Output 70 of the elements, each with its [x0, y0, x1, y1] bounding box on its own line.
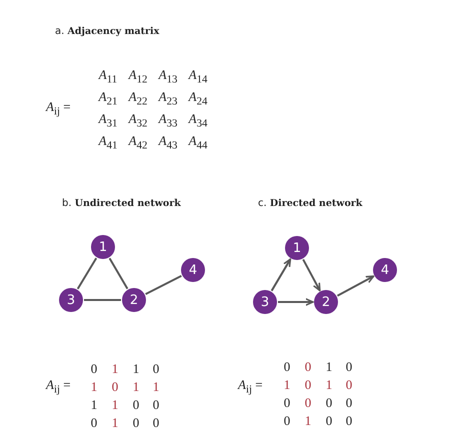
connector-line [84, 299, 121, 301]
matrix-entry: 1 [326, 378, 332, 391]
connector-line [145, 275, 182, 295]
network-node: 4 [373, 258, 397, 282]
network-node: 3 [59, 288, 83, 312]
matrix-entry: 0 [326, 396, 332, 409]
network-node: 1 [91, 235, 115, 259]
matrix-entry: A$_{21}$ [98, 90, 118, 108]
matrix-label: A$_{ij}$ = [46, 100, 71, 118]
matrix-entry: 0 [326, 414, 332, 427]
matrix-entry: 1 [112, 398, 118, 411]
matrix-entry: 0 [346, 396, 352, 409]
matrix-entry: A$_{11}$ [98, 68, 118, 86]
matrix-entry: 0 [152, 416, 160, 429]
matrix-entry: 0 [304, 378, 312, 391]
matrix-entry: 0 [346, 360, 352, 373]
matrix-entry: A$_{12}$ [128, 68, 148, 86]
matrix-entry: 1 [90, 398, 98, 411]
matrix-entry: 0 [304, 360, 312, 373]
matrix-entry: 0 [346, 414, 352, 427]
network-node: 1 [285, 236, 309, 260]
matrix-entry: 0 [90, 362, 98, 375]
matrix-entry: A$_{41}$ [98, 134, 118, 152]
matrix-label: A$_{ij}$ = [46, 378, 71, 396]
matrix-entry: 0 [112, 380, 118, 393]
matrix-entry: 0 [304, 396, 312, 409]
connector-line [76, 258, 98, 290]
matrix-entry: A$_{23}$ [158, 90, 178, 108]
matrix-entry: 1 [132, 362, 140, 375]
matrix-entry: 1 [284, 378, 290, 391]
matrix-entry: 0 [132, 416, 140, 429]
arrow [302, 258, 321, 292]
matrix-entry: A$_{34}$ [188, 112, 208, 130]
matrix-entry: 1 [326, 360, 332, 373]
matrix-entry: 0 [284, 414, 290, 427]
matrix-entry: A$_{33}$ [158, 112, 178, 130]
matrix-entry: A$_{24}$ [188, 90, 208, 108]
matrix-entry: A$_{42}$ [128, 134, 148, 152]
matrix-entry: 0 [152, 398, 160, 411]
matrix-entry: 0 [284, 396, 290, 409]
matrix-entry: A$_{43}$ [158, 134, 178, 152]
matrix-entry: 0 [284, 360, 290, 373]
matrix-entry: 0 [90, 416, 98, 429]
network-node: 3 [253, 290, 277, 314]
network-node: 2 [314, 290, 338, 314]
matrix-entry: 1 [112, 416, 118, 429]
panel-heading: c. Directed network [258, 199, 362, 209]
matrix-entry: 1 [112, 362, 118, 375]
panel-heading: a. Adjacency matrix [55, 27, 160, 37]
matrix-entry: A$_{14}$ [188, 68, 208, 86]
arrow [336, 275, 374, 297]
matrix-entry: A$_{32}$ [128, 112, 148, 130]
matrix-entry: A$_{31}$ [98, 112, 118, 130]
matrix-label: A$_{ij}$ = [238, 378, 263, 396]
arrow [278, 298, 314, 306]
arrow [270, 258, 292, 292]
network-node: 2 [122, 288, 146, 312]
matrix-entry: 1 [90, 380, 98, 393]
matrix-entry: 0 [346, 378, 352, 391]
connector-line [108, 258, 128, 290]
matrix-entry: 1 [152, 380, 160, 393]
matrix-entry: A$_{44}$ [188, 134, 208, 152]
network-node: 4 [181, 258, 205, 282]
matrix-entry: A$_{13}$ [158, 68, 178, 86]
matrix-entry: 1 [132, 380, 140, 393]
matrix-entry: 1 [304, 414, 312, 427]
matrix-entry: 0 [152, 362, 160, 375]
matrix-entry: A$_{22}$ [128, 90, 148, 108]
matrix-entry: 0 [132, 398, 140, 411]
panel-heading: b. Undirected network [62, 199, 181, 209]
